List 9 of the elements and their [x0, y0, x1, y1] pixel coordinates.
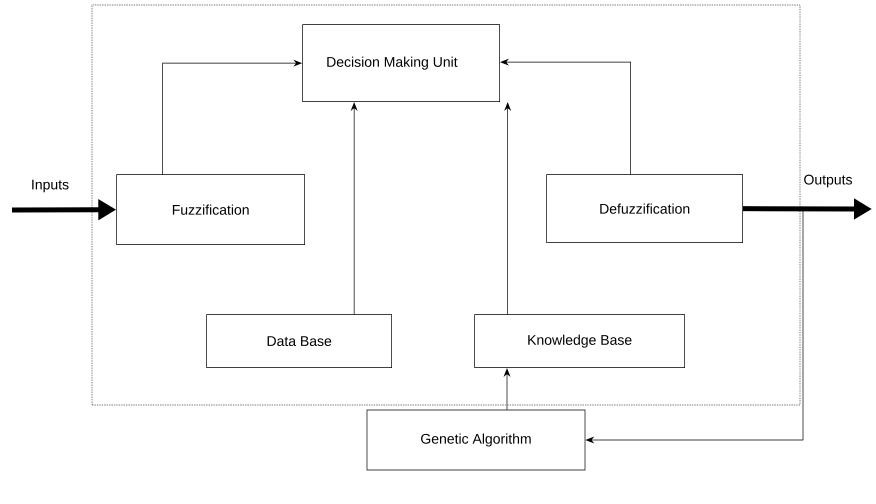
process-box: Decision Making Unit: [302, 24, 500, 102]
process-box: Defuzzification: [546, 174, 743, 243]
process-box: Knowledge Base: [474, 314, 685, 368]
edge-label: Outputs: [802, 174, 854, 188]
process-box: Data Base: [206, 314, 392, 368]
frame-box: [92, 4, 800, 406]
edge-label: Inputs: [30, 178, 70, 194]
process-box: Fuzzification: [116, 174, 305, 245]
process-box: Genetic Algorithm: [366, 410, 586, 470]
